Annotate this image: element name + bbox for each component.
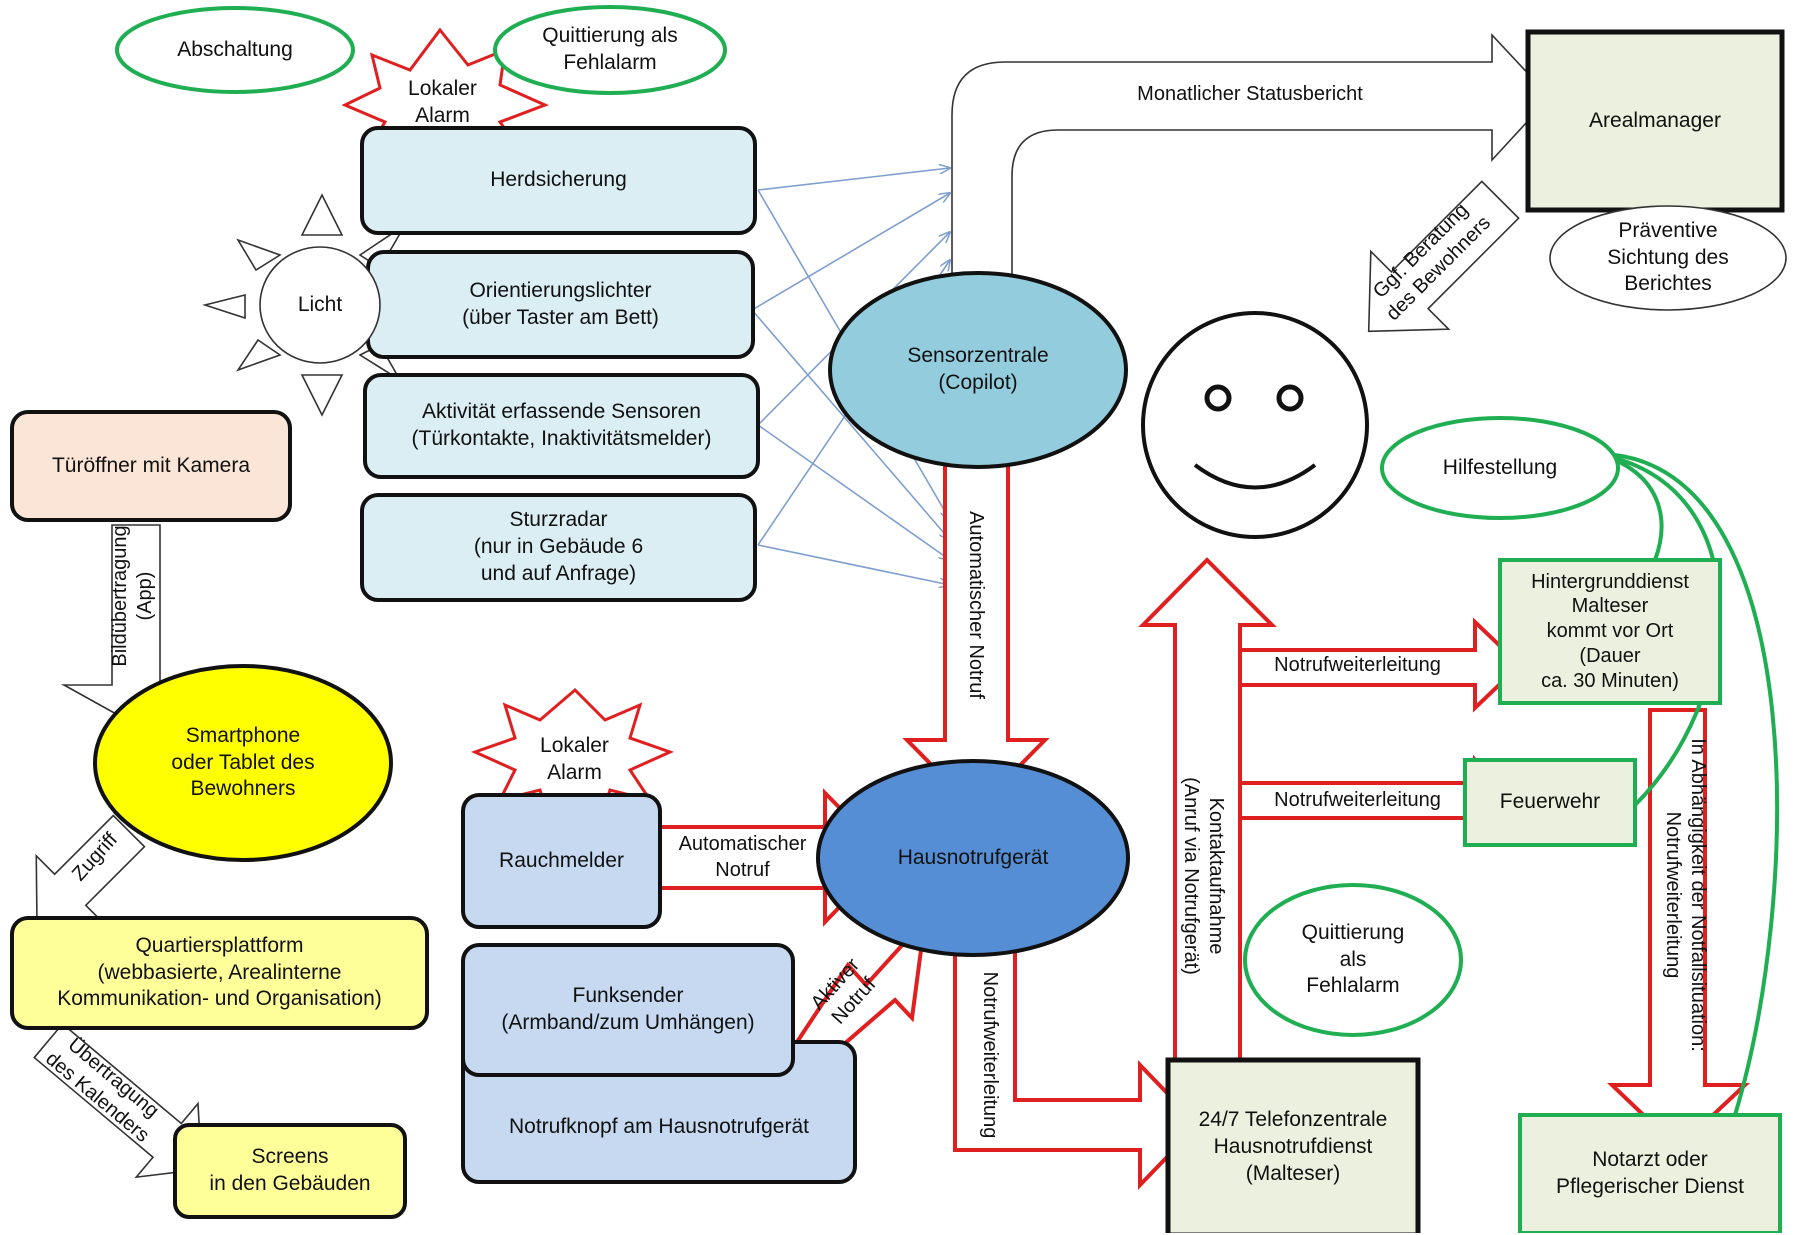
kalender-arrow <box>33 1022 203 1179</box>
orientierung-label: Orientierungslichter (über Taster am Bet… <box>462 278 659 329</box>
funksender-box <box>461 943 795 1077</box>
lokaler-alarm-mid-label: Lokaler Alarm <box>540 734 609 784</box>
sturzradar-label: Sturzradar (nur in Gebäude 6 und auf Anf… <box>473 508 644 585</box>
telefonzentrale-label: 24/7 Telefonzentrale Hausnotrufdienst (M… <box>1198 1108 1388 1185</box>
rauchmelder-box <box>461 793 662 929</box>
arrow-sturz-to-sensor-2 <box>757 544 950 585</box>
feuerwehr-box <box>1463 758 1637 847</box>
notarzt-label: Notarzt oder Pflegerischer Dienst <box>1556 1148 1744 1198</box>
notrufweiterleitung-hd-arrow <box>1238 617 1523 713</box>
abschaltung-label: Abschaltung <box>177 37 293 61</box>
hausnotruf-ellipse <box>816 759 1130 957</box>
sensorzentrale-label: Sensorzentrale (Copilot) <box>907 344 1049 394</box>
arealmanager-box <box>1525 29 1785 213</box>
notrufweiterleitung-fw-label: Notrufweiterleitung <box>1274 789 1441 812</box>
connector-hilfe-hd <box>1614 458 1664 561</box>
arrow-herd-to-sensor <box>757 168 950 191</box>
zugriff-arrow <box>35 814 146 925</box>
praeventive-ellipse <box>1549 205 1787 311</box>
arrow-orient-to-sensor-2 <box>751 309 950 540</box>
screens-label: Screens in den Gebäuden <box>209 1145 371 1195</box>
tueroeffner-label: Türöffner mit Kamera <box>51 453 250 477</box>
notrufweiterleitung-down-label: Notrufweiterleitung <box>979 971 1002 1139</box>
statusbericht-label: Monatlicher Statusbericht <box>1137 82 1363 105</box>
telefonzentrale-box <box>1165 1057 1421 1233</box>
connector-hilfe-notarzt <box>1614 453 1779 1116</box>
sturzradar-box <box>360 493 757 602</box>
licht-label: Licht <box>297 292 343 316</box>
auto-notruf-rauch-label: Automatischer Notruf <box>678 832 807 881</box>
tueroeffner-box <box>10 410 292 522</box>
kontaktaufnahme-label: Kontaktaufnahme (Anruf via Notrufgerät) <box>1180 777 1227 975</box>
bilduebertragung-label: Bildübertragung (App) <box>109 525 156 667</box>
funksender-label: Funksender (Armband/zum Umhängen) <box>501 984 755 1034</box>
quittierung-bottom-label: Quittierung als Fehlalarm <box>1301 920 1405 998</box>
screens-box <box>173 1123 407 1219</box>
hilfestellung-ellipse <box>1380 416 1620 520</box>
praeventive-label: Präventive Sichtung des Berichtes <box>1607 218 1729 296</box>
quittierung-top-label: Quittierung als Fehlalarm <box>542 24 678 74</box>
notrufweiterleitung-hd-label: Notrufweiterleitung <box>1274 654 1441 677</box>
notrufknopf-label: Notrufknopf am Hausnotrufgerät <box>509 1115 809 1139</box>
abhaengigkeit-label: In Abhängigkeit der Notfallsituation: No… <box>1662 738 1709 1052</box>
aktivitaet-label: Aktivität erfassende Sensoren (Türkontak… <box>411 400 712 450</box>
herdsicherung-box <box>360 126 757 235</box>
beratung-arrow <box>1367 180 1520 333</box>
resident-smiley-icon <box>1141 311 1369 539</box>
arrow-orient-to-sensor <box>751 193 950 311</box>
smartphone-ellipse <box>93 664 393 862</box>
notarzt-box <box>1518 1113 1782 1233</box>
hintergrunddienst-box <box>1498 558 1722 705</box>
hilfestellung-label: Hilfestellung <box>1442 455 1558 479</box>
herdsicherung-label: Herdsicherung <box>490 168 627 192</box>
licht-ellipse <box>259 246 381 364</box>
quittierung-bottom-ellipse <box>1243 883 1463 1037</box>
feuerwehr-label: Feuerwehr <box>1499 790 1601 814</box>
lokaler-alarm-top-label: Lokaler Alarm <box>408 77 477 127</box>
quittierung-top-ellipse <box>493 5 727 95</box>
hintergrunddienst-label: Hintergrunddienst Malteser kommt vor Ort… <box>1531 570 1689 692</box>
quartiersplattform-box <box>10 916 429 1030</box>
auto-notruf-vertical-label: Automatischer Notruf <box>965 511 988 699</box>
quartiersplattform-label: Quartiersplattform (webbasierte, Arealin… <box>57 933 382 1011</box>
arrow-akt-to-sensor-2 <box>757 424 950 560</box>
hausnotruf-label: Hausnotrufgerät <box>897 845 1049 869</box>
smartphone-label: Smartphone oder Tablet des Bewohners <box>171 723 315 801</box>
arealmanager-label: Arealmanager <box>1589 108 1721 132</box>
abschaltung-ellipse <box>115 6 355 94</box>
sensorzentrale-ellipse <box>828 271 1128 469</box>
aktivitaet-box <box>363 373 760 479</box>
rauchmelder-label: Rauchmelder <box>499 848 624 872</box>
